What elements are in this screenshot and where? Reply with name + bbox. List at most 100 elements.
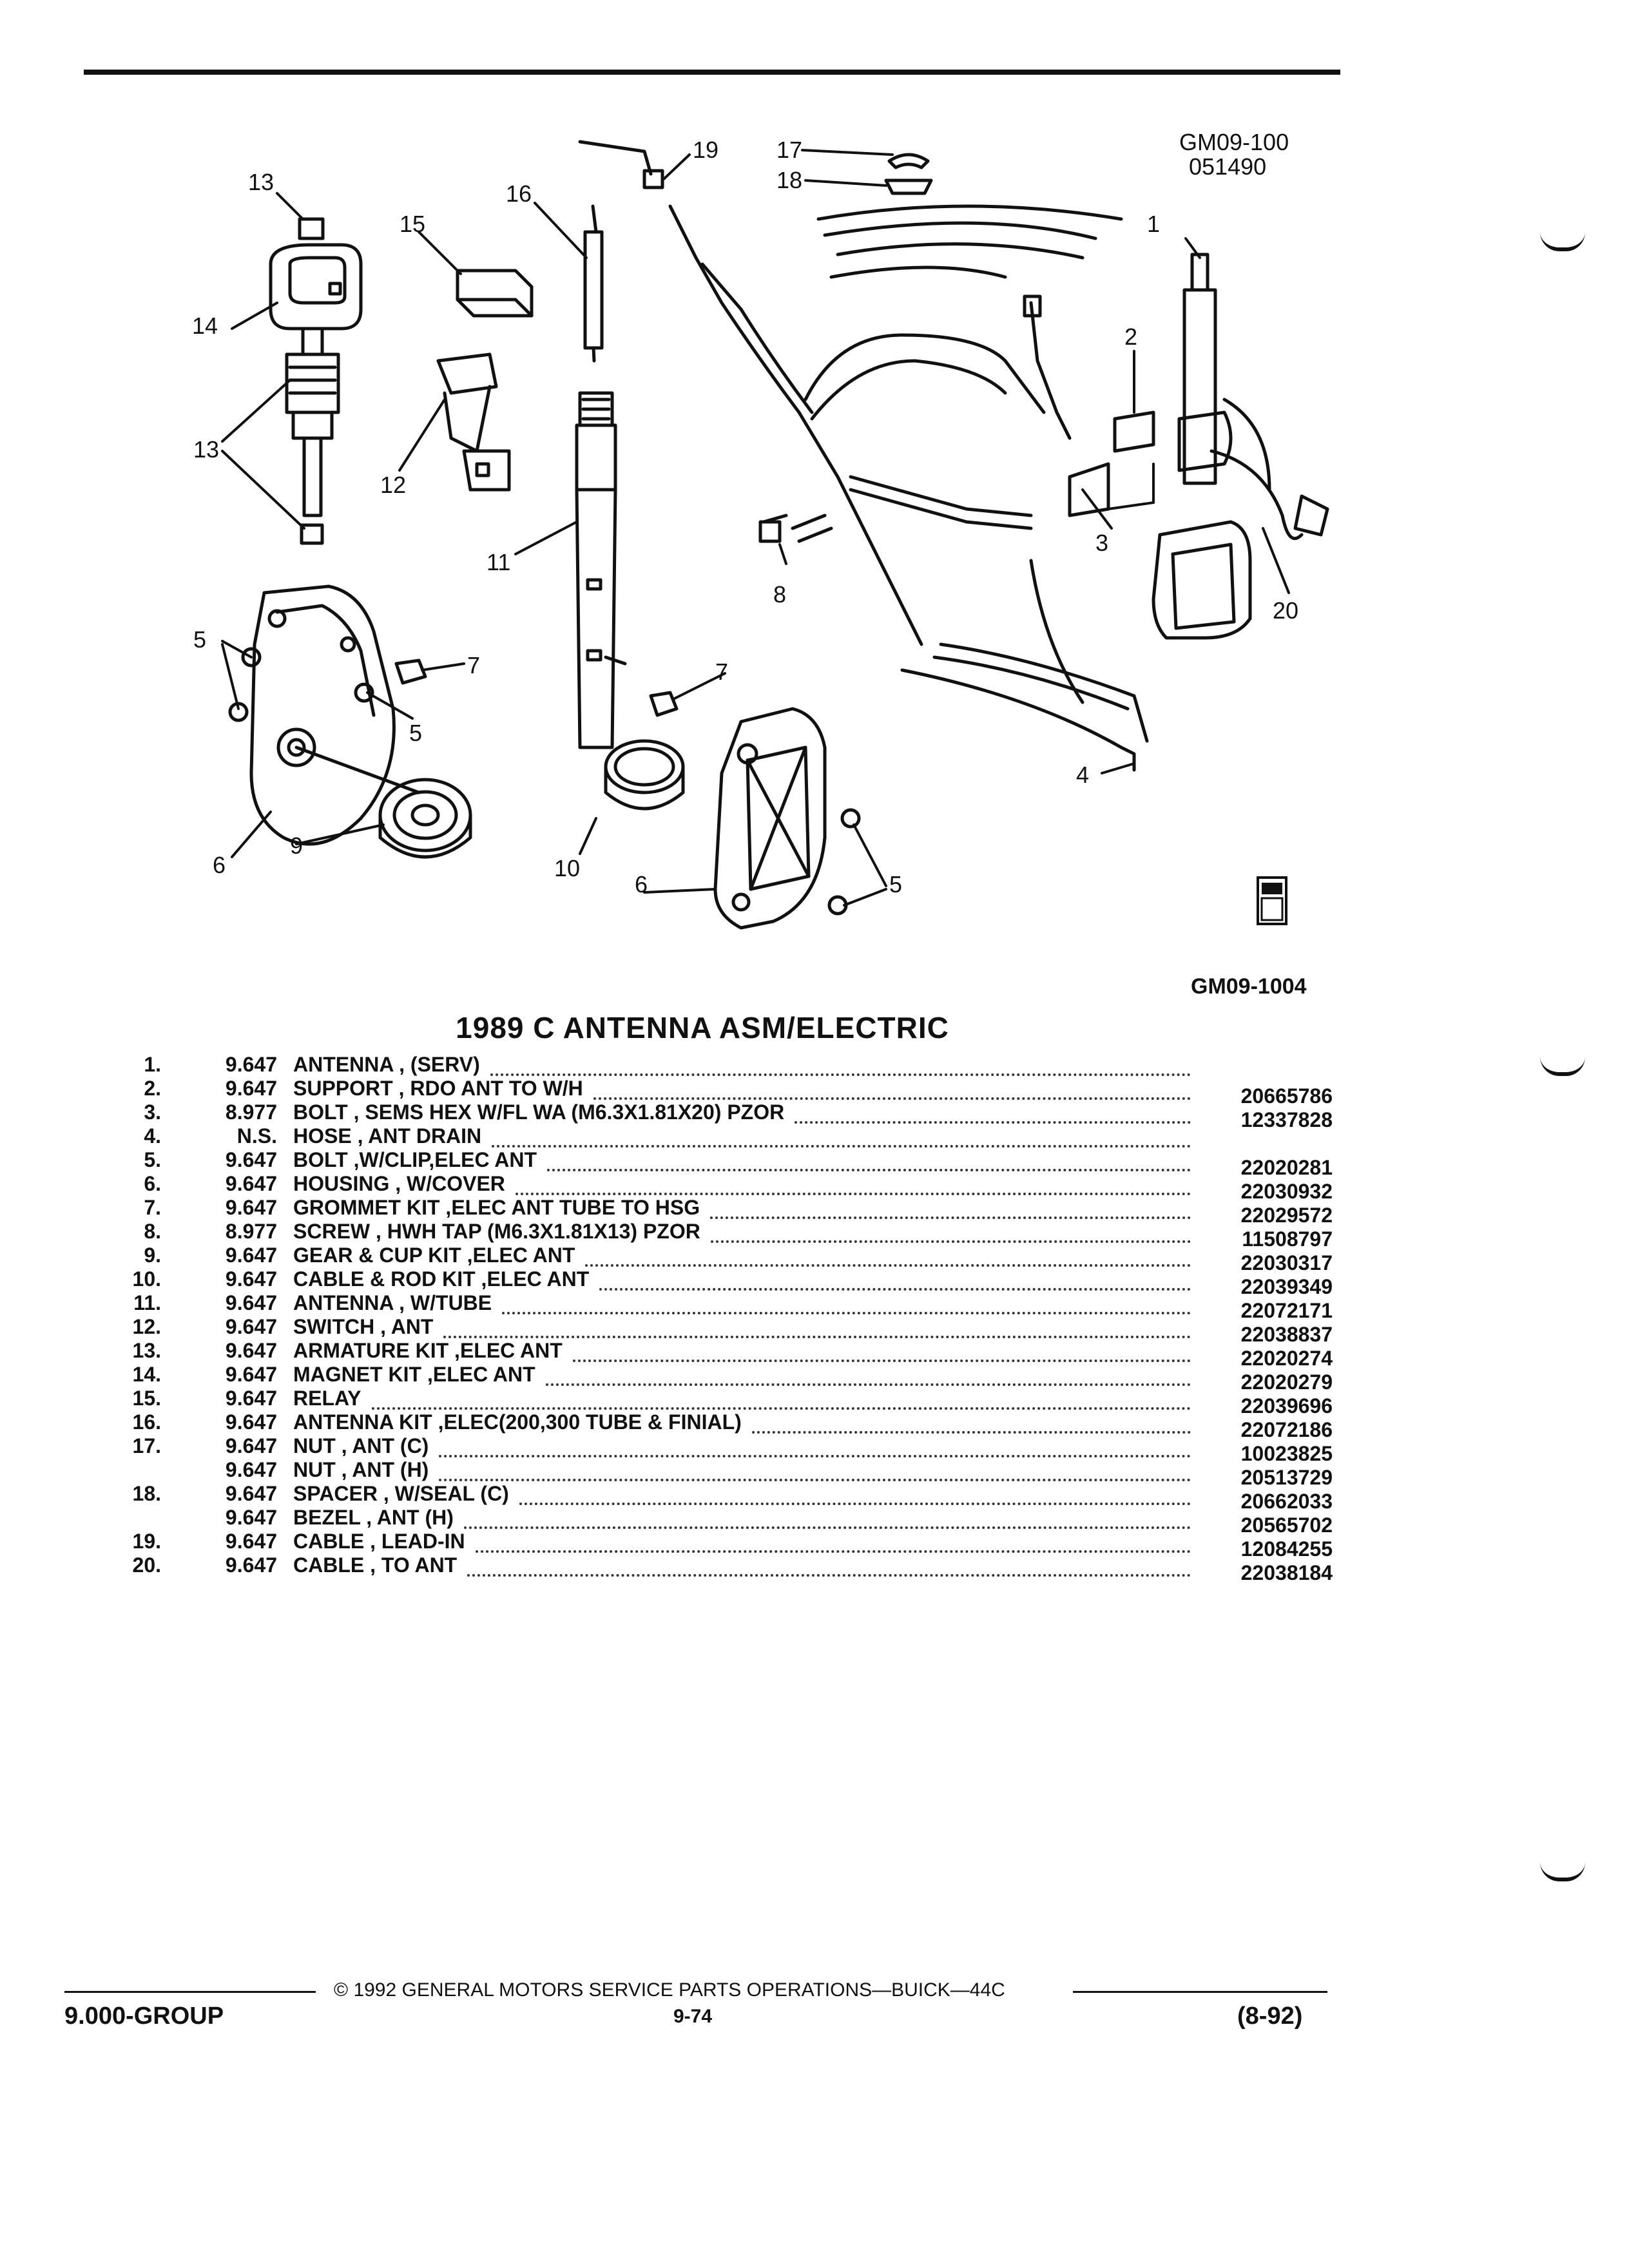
- part-item-number: 8.: [144, 1220, 161, 1243]
- part-item-number: 13.: [132, 1339, 161, 1362]
- relay-drawing: [456, 269, 534, 318]
- part-item-number: 12.: [132, 1315, 161, 1338]
- leader-dots: [752, 1416, 1191, 1434]
- part-number: 10023825: [1240, 1442, 1333, 1465]
- part-group-number: 9.647: [225, 1506, 277, 1529]
- leader-dots: [593, 1082, 1191, 1100]
- leader-dots: [546, 1368, 1191, 1386]
- antenna-mast-drawing: [583, 204, 604, 363]
- part-item-number: 5.: [144, 1148, 161, 1171]
- nut-top: [887, 153, 930, 169]
- part-number: 22020281: [1240, 1156, 1333, 1179]
- leader-dots: [443, 1320, 1191, 1338]
- part-description: BOLT , SEMS HEX W/FL WA (M6.3X1.81X20) P…: [293, 1100, 785, 1124]
- part-group-number: 9.647: [225, 1482, 277, 1505]
- part-number: 22020279: [1240, 1370, 1333, 1394]
- part-group-number: N.S.: [236, 1124, 277, 1148]
- top-rule: [84, 70, 1340, 75]
- part-number: 22030932: [1240, 1180, 1333, 1203]
- part-description: SWITCH , ANT: [293, 1315, 434, 1338]
- leader-dots: [585, 1249, 1191, 1267]
- leader-dots: [439, 1463, 1191, 1481]
- part-number: 22030317: [1240, 1251, 1333, 1274]
- footer-copyright: © 1992 GENERAL MOTORS SERVICE PARTS OPER…: [334, 1979, 1005, 2001]
- bolt-clip-right-1: [840, 808, 861, 829]
- part-number: 20665786: [1240, 1084, 1333, 1108]
- part-description: ANTENNA , W/TUBE: [293, 1291, 492, 1314]
- leader-dots: [439, 1439, 1191, 1457]
- part-description: GEAR & CUP KIT ,ELEC ANT: [293, 1244, 575, 1267]
- part-item-number: 14.: [132, 1363, 161, 1386]
- window-glass-lines: [816, 204, 1123, 279]
- callout-7-right: 7: [715, 658, 729, 685]
- screw-drawing: [762, 514, 788, 524]
- leader-dots: [476, 1535, 1191, 1553]
- footer-page-number: 9-74: [673, 2006, 713, 2027]
- part-group-number: 9.647: [225, 1434, 277, 1457]
- part-item-number: 11.: [133, 1291, 161, 1314]
- bolt-clip-left-3: [354, 682, 374, 703]
- antenna-tube-drawing: [575, 391, 627, 749]
- footer-date: (8-92): [1237, 2003, 1303, 2030]
- part-group-number: 9.647: [225, 1077, 277, 1100]
- footer-rule-left: [64, 1991, 316, 1993]
- bolt-clip-left-1: [241, 647, 262, 668]
- figure-code-bottom: GM09-1004: [1191, 974, 1307, 999]
- leader-dots: [599, 1273, 1191, 1291]
- part-description: BOLT ,W/CLIP,ELEC ANT: [293, 1148, 537, 1171]
- part-item-number: 19.: [132, 1530, 161, 1553]
- part-group-number: 8.977: [225, 1220, 277, 1243]
- part-number: 12337828: [1240, 1108, 1333, 1131]
- part-description: CABLE , TO ANT: [293, 1553, 458, 1577]
- part-description: HOUSING , W/COVER: [293, 1172, 505, 1195]
- margin-mark-1: [1540, 232, 1585, 251]
- callout-10: 10: [554, 855, 581, 881]
- part-item-number: 7.: [144, 1196, 161, 1219]
- leader-dots: [547, 1153, 1191, 1171]
- callout-16: 16: [506, 180, 532, 207]
- part-group-number: 9.647: [225, 1315, 277, 1338]
- part-item-number: 4.: [144, 1124, 161, 1148]
- part-group-number: 9.647: [225, 1458, 277, 1481]
- part-description: ANTENNA , (SERV): [293, 1053, 480, 1076]
- leader-dots: [519, 1487, 1191, 1505]
- leader-dots: [795, 1106, 1191, 1124]
- callout-14: 14: [192, 312, 218, 339]
- part-number: 20662033: [1240, 1490, 1333, 1513]
- parts-list-row: 7. 9.647 GROMMET KIT ,ELEC ANT TUBE TO HSG…: [97, 1196, 1334, 1227]
- callout-5-mid: 5: [409, 720, 423, 746]
- part-group-number: 9.647: [225, 1363, 277, 1386]
- part-number: 20513729: [1240, 1466, 1333, 1489]
- part-description: NUT , ANT (C): [293, 1434, 429, 1457]
- part-number: 11508797: [1242, 1227, 1333, 1251]
- part-number: 22038184: [1240, 1561, 1333, 1584]
- part-description: CABLE , LEAD-IN: [293, 1530, 465, 1553]
- callout-20: 20: [1273, 597, 1299, 624]
- leader-dots: [573, 1344, 1191, 1362]
- armature-kit-drawing: [285, 327, 340, 545]
- part-number: 22020274: [1240, 1347, 1333, 1370]
- part-group-number: 9.647: [225, 1053, 277, 1076]
- part-item-number: 10.: [132, 1267, 161, 1291]
- part-number: 22029572: [1240, 1204, 1333, 1227]
- armature-nut-top: [298, 217, 325, 240]
- part-description: GROMMET KIT ,ELEC ANT TUBE TO HSG: [293, 1196, 700, 1219]
- part-group-number: 9.647: [225, 1172, 277, 1195]
- part-group-number: 9.647: [225, 1291, 277, 1314]
- part-group-number: 9.647: [225, 1339, 277, 1362]
- part-description: BEZEL , ANT (H): [293, 1506, 454, 1529]
- part-number: 22039349: [1240, 1275, 1333, 1298]
- part-number: 22072171: [1240, 1299, 1333, 1322]
- part-description: SUPPORT , RDO ANT TO W/H: [293, 1077, 583, 1100]
- part-group-number: 9.647: [225, 1196, 277, 1219]
- part-item-number: 1.: [144, 1053, 161, 1076]
- callout-19: 19: [693, 137, 719, 163]
- gear-drawing: [378, 778, 472, 859]
